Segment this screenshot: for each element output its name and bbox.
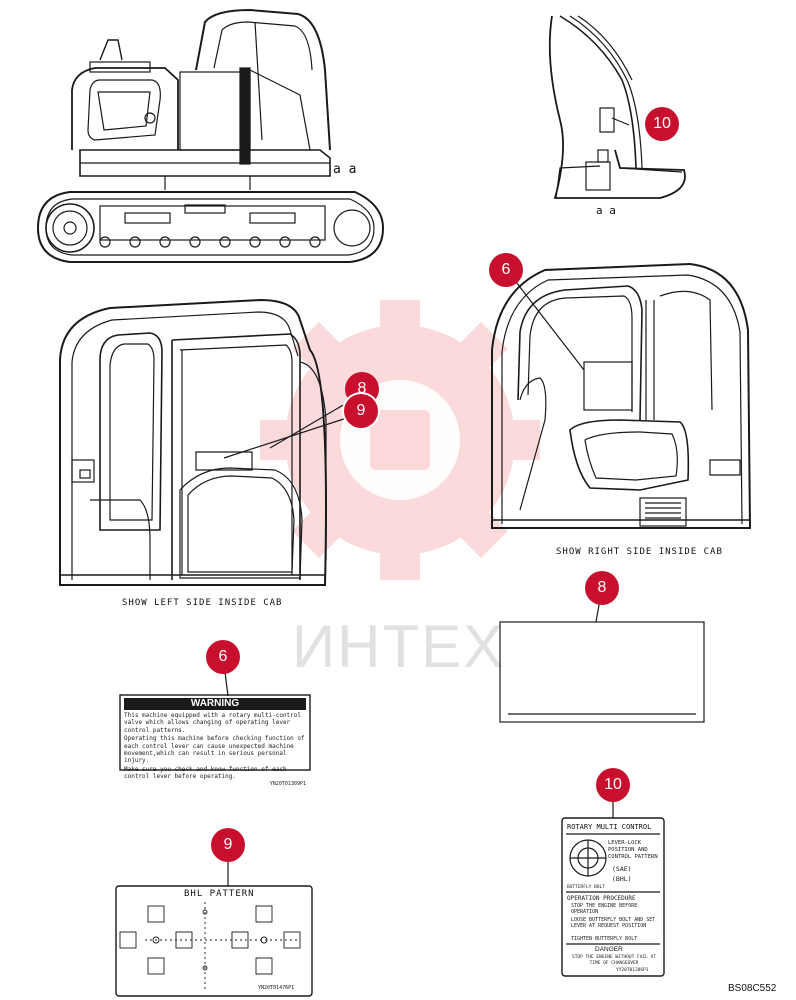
mark-a-machine: a a bbox=[333, 162, 357, 177]
callout-9-panel: 9 bbox=[211, 828, 245, 862]
warning-line-2: Operating this machine before checking f… bbox=[124, 735, 305, 765]
warning-code: YN20T01309P1 bbox=[269, 780, 306, 787]
caption-left-cab: SHOW LEFT SIDE INSIDE CAB bbox=[122, 598, 283, 608]
warning-line-1: This machine equipped with a rotary mult… bbox=[124, 712, 302, 734]
rotary-step-3: TIGHTEN BUTTERFLY BOLT bbox=[571, 936, 638, 942]
excavator-illustration bbox=[36, 8, 385, 263]
rotary-sae: (SAE) bbox=[612, 865, 632, 873]
warning-label: WARNING This machine equipped with a rot… bbox=[124, 698, 306, 788]
warning-line-3: Make sure you check and know function of… bbox=[124, 765, 287, 781]
callout-6-panel: 6 bbox=[206, 640, 240, 674]
rotary-procedure-title: OPERATION PROCEDURE bbox=[567, 895, 636, 902]
rotary-lever-lock: LEVER-LOCK POSITION AND CONTROL PATTERN bbox=[608, 840, 658, 860]
rotary-code: YY20T01206P1 bbox=[616, 968, 649, 973]
reference-code: BS08C552 bbox=[728, 983, 777, 994]
rotary-title: ROTARY MULTI CONTROL bbox=[567, 823, 652, 831]
bhl-pattern-icons bbox=[119, 902, 301, 990]
bhl-title: BHL PATTERN bbox=[184, 889, 255, 899]
cab-detail-illustration bbox=[548, 15, 686, 199]
callout-6-right-cab: 6 bbox=[489, 253, 523, 287]
warning-heading: WARNING bbox=[190, 698, 240, 709]
right-cab-illustration bbox=[491, 262, 752, 529]
callout-10-top: 10 bbox=[645, 107, 679, 141]
rotary-butterfly: BUTTERFLY BOLT bbox=[567, 885, 605, 890]
rotary-bhl: (BHL) bbox=[612, 875, 632, 883]
bhl-code: YN20T01476P1 bbox=[258, 985, 295, 991]
watermark-text: ИНТЕХ bbox=[292, 613, 506, 680]
caption-right-cab: SHOW RIGHT SIDE INSIDE CAB bbox=[556, 547, 723, 557]
rotary-step-2: LOOSE BUTTERFLY BOLT AND SET LEVER AT RE… bbox=[571, 917, 656, 929]
callout-9-left-cab: 9 bbox=[344, 394, 378, 428]
left-cab-illustration bbox=[59, 298, 327, 586]
callout-10-panel: 10 bbox=[596, 768, 630, 802]
rotary-danger-text: STOP THE ENGINE WITHOUT FAIL AT TIME OF … bbox=[572, 955, 656, 966]
rotary-step-1: STOP THE ENGINE BEFORE OPERATION bbox=[571, 903, 638, 915]
callout-8-panel: 8 bbox=[585, 571, 619, 605]
rotary-danger-heading: DANGER bbox=[595, 946, 623, 953]
mark-a-detail: a a bbox=[596, 204, 616, 217]
